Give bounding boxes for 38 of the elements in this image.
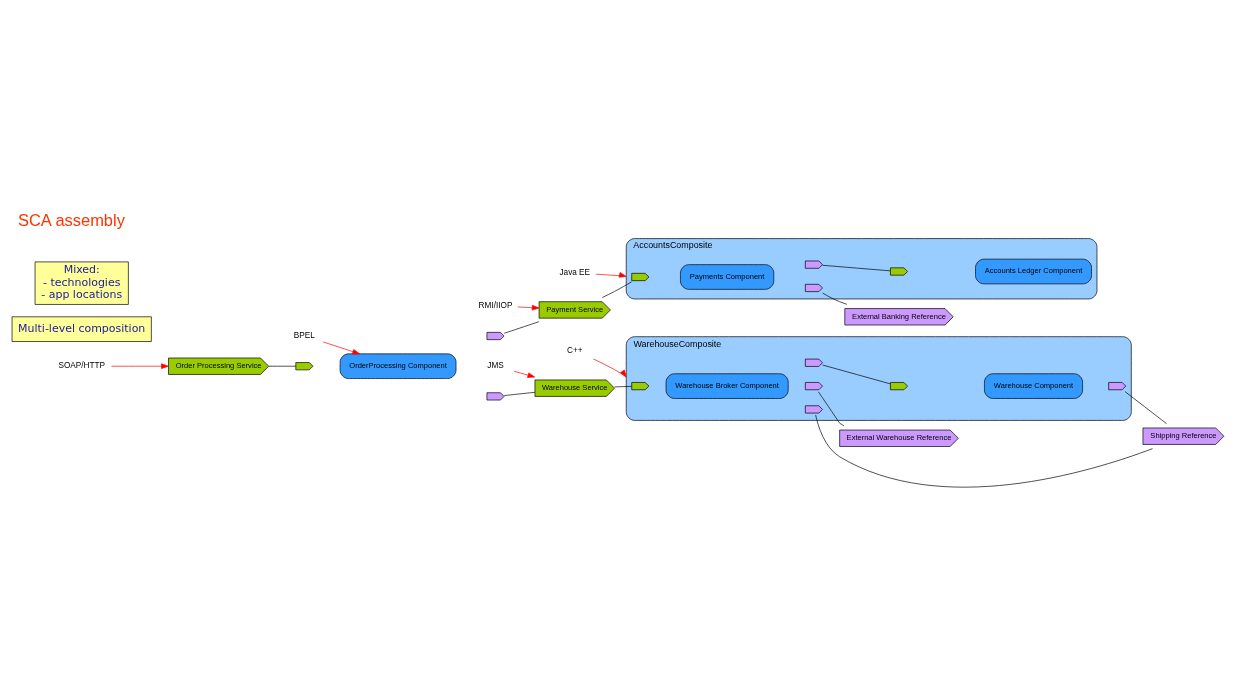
connector [822,364,891,384]
connector [822,292,848,305]
node-box: Warehouse Broker Component [665,372,789,399]
node-chevron [486,331,505,340]
connector [268,365,297,367]
node-chevron [805,260,823,269]
connector [614,385,633,387]
arrow [517,304,540,310]
node-box: Mixed: - technologies - app locations [34,261,129,305]
node-chevron [486,391,505,400]
node-chevron [295,361,314,370]
node-box: Warehouse Component [984,372,1083,399]
node-chevron [805,404,823,413]
node-box: Payments Component [680,263,775,290]
node-chevron [631,272,650,281]
node-box: OrderProcessing Component [339,353,457,379]
node-chevron [890,267,908,275]
connector [503,391,536,396]
arrow [513,370,536,378]
connector [503,320,540,334]
connector [815,414,1153,487]
arrow [111,362,169,369]
arrow [593,358,627,377]
node-chevron [805,283,823,292]
arrow [595,271,627,277]
node-chevron [631,381,650,390]
node-box: Multi-level composition [11,315,152,342]
node-chevron [805,381,823,390]
connector [1124,390,1167,424]
node-chevron [1108,381,1127,390]
diagram-title: SCA assembly [17,210,125,229]
arrow [322,341,360,354]
connector [818,391,845,426]
node-box: Accounts Ledger Component [975,258,1092,284]
node-chevron [805,358,823,367]
connector [601,281,632,298]
connector [822,264,891,271]
node-chevron [890,381,908,390]
